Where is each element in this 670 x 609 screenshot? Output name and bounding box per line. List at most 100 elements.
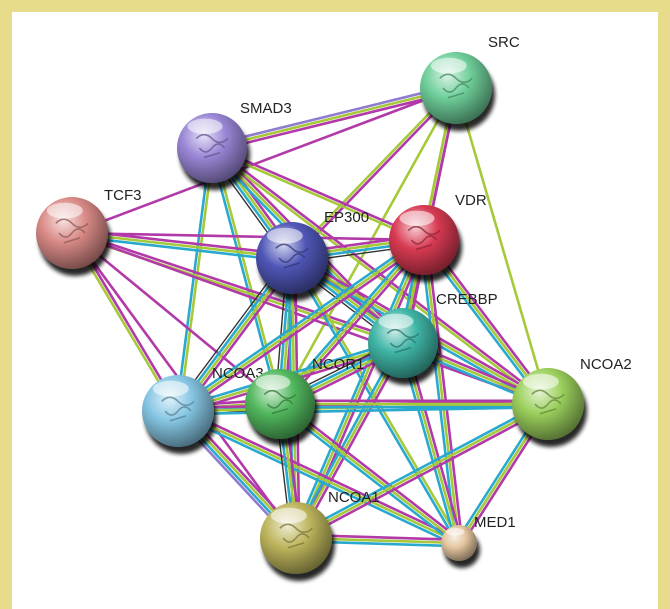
edge-src-smad3 (209, 83, 459, 153)
node-highlight (152, 380, 189, 397)
node-highlight (522, 373, 559, 390)
edge-smad3-ncor1 (209, 146, 283, 406)
edge-line-cyan (291, 340, 402, 538)
edge-tcf3-vdr (70, 231, 426, 242)
edge-line-purple (211, 89, 459, 153)
protein-structure-icon (263, 389, 297, 415)
node-highlight (266, 227, 303, 244)
edge-smad3-vdr (210, 145, 426, 243)
node-label: TCF3 (104, 187, 142, 204)
node-highlight (430, 57, 467, 74)
edge-smad3-ncoa3 (175, 146, 215, 413)
edge-line-lime (70, 231, 294, 260)
edge-line-purple (70, 231, 282, 406)
edge-line-lime (178, 146, 215, 413)
node-med1[interactable]: MED1 (441, 514, 516, 561)
edge-line-cyan (419, 239, 458, 545)
node-tcf3[interactable]: TCF3 (36, 187, 142, 269)
node-ep300[interactable]: EP300 (256, 209, 369, 294)
edge-line-lime (209, 147, 549, 407)
edge-line-cyan (174, 236, 424, 410)
edge-line-lime (210, 86, 458, 150)
edge-line-lime (294, 341, 405, 540)
node-label: CREBBP (436, 291, 498, 308)
protein-structure-icon (195, 133, 229, 159)
node-label: NCOA1 (328, 489, 380, 506)
edge-line-lime (294, 238, 426, 540)
edge-line-cyan (291, 237, 423, 539)
edge-line-lime (176, 409, 461, 545)
edge-vdr-ncoa3 (174, 236, 428, 415)
edge-line-lime (212, 146, 283, 405)
node-highlight (270, 507, 307, 524)
edge-ncoa2-ncoa1 (293, 399, 551, 543)
edge-ncoa3-med1 (175, 406, 462, 548)
edge-line-purple (178, 241, 428, 415)
edge-crebbp-ncoa1 (291, 340, 408, 541)
node-label: EP300 (324, 209, 369, 226)
node-highlight (399, 210, 435, 226)
edge-line-cyan (70, 234, 293, 263)
node-label: SMAD3 (240, 100, 292, 117)
edge-ncor1-ncoa2 (278, 399, 550, 409)
edge-line-purple (211, 145, 426, 240)
edge-line-cyan (293, 399, 548, 537)
edge-line-lime (278, 402, 461, 545)
protein-structure-icon (386, 328, 420, 354)
node-label: VDR (455, 192, 487, 209)
node-highlight (46, 202, 83, 219)
node-highlight (255, 374, 291, 390)
node-src[interactable]: SRC (420, 34, 520, 124)
edge-vdr-med1 (419, 238, 464, 545)
edge-line-purple (178, 406, 462, 542)
node-highlight (446, 527, 465, 536)
edge-line-lime (210, 148, 425, 243)
edge-line-cyan (175, 412, 459, 548)
edge-line-lavender (209, 83, 457, 147)
node-highlight (187, 118, 223, 134)
protein-structure-icon (439, 73, 473, 99)
edge-line-purple (425, 238, 464, 544)
edge-line-cyan (209, 147, 280, 406)
edge-line-lime (289, 85, 457, 259)
node-vdr[interactable]: VDR (389, 192, 487, 275)
protein-structure-icon (55, 218, 89, 244)
protein-structure-icon (279, 523, 313, 549)
node-highlight (378, 313, 414, 329)
node-crebbp[interactable]: CREBBP (368, 291, 498, 378)
edge-ncor1-med1 (276, 400, 463, 547)
edge-src-ep300 (289, 85, 459, 261)
edge-line-lime (454, 86, 550, 406)
node-label: MED1 (474, 514, 516, 531)
node-label: SRC (488, 34, 520, 51)
edge-line-cyan (276, 405, 459, 547)
node-label: NCOA2 (580, 356, 632, 373)
protein-structure-icon (161, 396, 195, 422)
edge-line-cyan (175, 146, 212, 413)
edge-line-purple (280, 400, 463, 542)
edge-src-ncoa2 (454, 86, 550, 406)
node-label: NCOA3 (212, 365, 264, 382)
node-ncor1[interactable]: NCOR1 (245, 356, 365, 439)
protein-structure-icon (531, 389, 565, 415)
node-ncoa1[interactable]: NCOA1 (260, 489, 380, 574)
node-smad3[interactable]: SMAD3 (177, 100, 292, 183)
edge-tcf3-ncor1 (70, 231, 282, 406)
edges-layer (69, 83, 552, 548)
edge-line-lime (294, 402, 550, 540)
edge-line-purple (70, 231, 426, 242)
edge-line-lime (176, 238, 426, 413)
edge-line-purple (291, 87, 459, 261)
edge-line-purple (70, 86, 458, 235)
edge-line-lime (422, 238, 461, 545)
node-ncoa2[interactable]: NCOA2 (512, 356, 632, 440)
protein-structure-icon (407, 225, 441, 251)
edge-line-purple (296, 405, 551, 543)
edge-line-purple (281, 240, 428, 408)
edge-line-purple (297, 343, 408, 541)
edge-src-tcf3 (70, 86, 458, 235)
node-ncoa3[interactable]: NCOA3 (142, 365, 264, 447)
protein-structure-icon (275, 243, 309, 269)
